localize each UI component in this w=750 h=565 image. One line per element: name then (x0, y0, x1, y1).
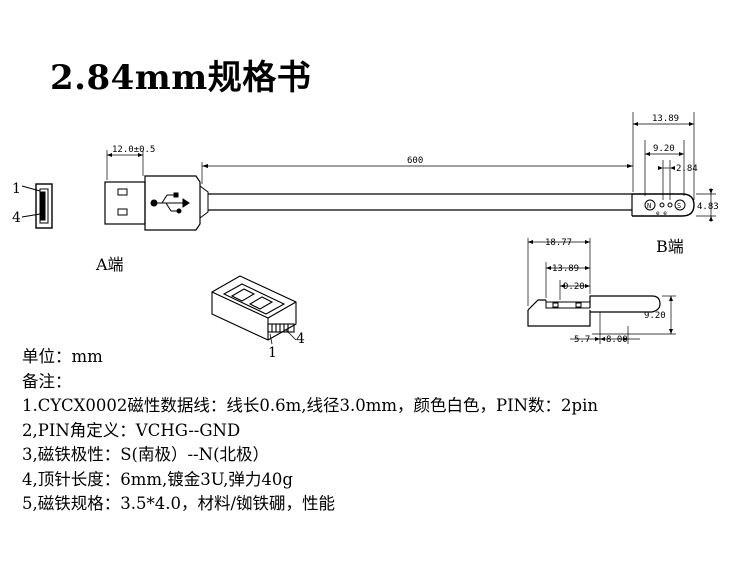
note-line-3: 3,磁铁极性：S(南极）--N(北极） (22, 445, 270, 464)
dim-b-height: 4.83 (697, 202, 719, 212)
end-a-label: A端 (95, 255, 124, 274)
dim-side-width-inner: 9.20 (563, 282, 585, 292)
pin-1-label: 1 (12, 181, 21, 197)
iso-pin-1-label: 1 (268, 345, 277, 361)
page-title: 2.84mm规格书 (50, 58, 312, 98)
usb-a-front-view (21, 183, 53, 229)
dim-cable-length: 600 (407, 156, 423, 166)
note-line-1: 1.CYCX0002磁性数据线：线长0.6m,线径3.0mm，颜色白色，PIN数… (22, 396, 599, 415)
note-unit: 单位：mm (22, 347, 103, 366)
dim-side-height: 9.20 (644, 311, 666, 321)
usb-symbol-icon (150, 192, 190, 214)
pole-n-label: N (647, 202, 651, 210)
usb-a-isometric-view (211, 275, 297, 345)
b-connector-side-view (527, 295, 661, 327)
pin-4-label: 4 (12, 210, 21, 226)
dim-b-pin-span: 9.20 (653, 144, 675, 154)
note-line-2: 2,PIN角定义：VCHG--GND (22, 420, 241, 440)
pole-s-label: S (677, 202, 681, 210)
end-b-label: B端 (656, 237, 684, 256)
b-pin-sub-label: e e (656, 210, 667, 217)
dim-side-width-mid: 13.89 (552, 264, 579, 274)
iso-pin-4-label: 4 (296, 331, 305, 347)
cable-side-view (104, 175, 695, 231)
dim-side-offset: 5.7 (574, 335, 590, 345)
dim-side-depth: 8.00 (606, 335, 628, 345)
dim-b-width-total: 13.89 (652, 114, 679, 124)
note-line-5: 5,磁铁规格：3.5*4.0，材料/铷铁硼，性能 (22, 494, 336, 513)
dim-a-plug-length: 12.0±0.5 (112, 145, 155, 155)
spec-notes: 单位：mm 备注： 1.CYCX0002磁性数据线：线长0.6m,线径3.0mm… (22, 345, 598, 517)
dim-side-width-total: 18.77 (545, 238, 572, 248)
note-remark-heading: 备注： (22, 371, 72, 391)
dim-b-pin-pitch: 2.84 (676, 164, 698, 174)
note-line-4: 4,顶针长度：6mm,镀金3U,弹力40g (22, 469, 293, 489)
